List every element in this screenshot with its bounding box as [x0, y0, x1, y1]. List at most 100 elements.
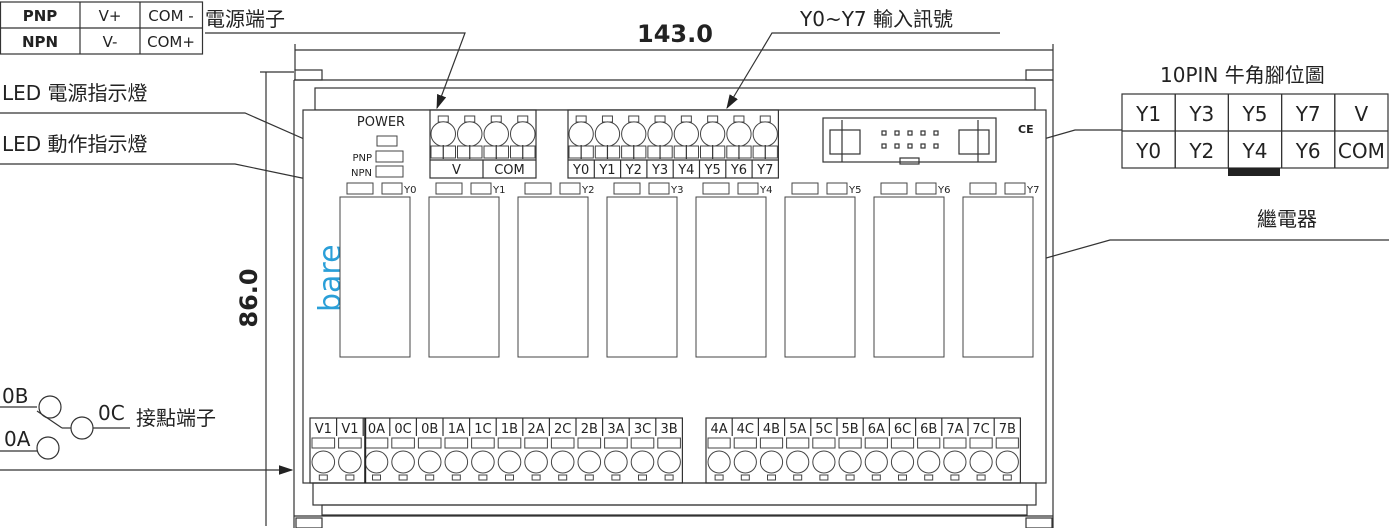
relay-led-label: Y7: [1026, 185, 1039, 196]
terminal-screw-hole: [786, 450, 810, 474]
terminal-screw-hole: [550, 450, 575, 474]
terminal-label: 3B: [660, 422, 677, 437]
terminal-screw-hole: [707, 450, 731, 474]
relay-led-label: Y0: [403, 185, 416, 196]
pin-table-cell: Y1: [1135, 102, 1161, 126]
header-pin: [920, 143, 926, 149]
terminal-lever: [444, 437, 469, 449]
terminal-screw-hole: [838, 450, 862, 474]
terminal-label: 2C: [554, 422, 571, 437]
terminal-release-tab: [871, 474, 881, 481]
terminal-lever: [630, 437, 655, 449]
pin-diagram-title: 10PIN 牛角腳位圖: [1160, 63, 1325, 87]
terminal-lever: [364, 437, 389, 449]
header-pin: [894, 143, 900, 149]
relay: [962, 196, 1034, 358]
contact-0b-label: 0B: [2, 384, 28, 408]
terminal-lever: [812, 437, 836, 449]
terminal-release-tab: [819, 474, 829, 481]
relay-led-label: Y6: [937, 185, 950, 196]
terminal-label: 0B: [421, 422, 438, 437]
terminal-label: V: [452, 163, 461, 178]
terminal-release-tab: [759, 115, 771, 123]
relay-led-indicator: [648, 182, 670, 195]
relay-led-label: Y3: [670, 185, 683, 196]
terminal-lever: [657, 437, 681, 449]
dimension-width-label: 143.0: [637, 20, 713, 48]
header-pin: [933, 143, 939, 149]
relay-action-led: [791, 182, 819, 195]
terminal-release-tab: [464, 115, 476, 123]
terminal-screw-hole: [969, 450, 993, 474]
contact-symbol: 0B 0C 接點端子 0A: [0, 384, 294, 475]
terminal-screw-hole: [483, 121, 509, 147]
terminal-label: 7B: [999, 422, 1016, 437]
terminal-release-tab: [950, 474, 960, 481]
terminal-lever: [969, 437, 993, 449]
terminal-label: 7A: [946, 422, 963, 437]
terminal-label: 6C: [894, 422, 911, 437]
terminal-screw-hole: [630, 450, 655, 474]
key-notch-marker: [1228, 168, 1280, 176]
terminal-release-tab: [345, 474, 355, 481]
terminal-lever: [311, 437, 336, 449]
terminal-release-tab: [664, 474, 674, 481]
terminal-screw-hole: [568, 121, 594, 147]
polarity-npn-v: V-: [103, 33, 118, 51]
terminal-screw-hole: [430, 121, 456, 147]
terminal-release-tab: [898, 474, 907, 481]
pin-table-cell: V: [1355, 102, 1369, 126]
pin-table-cell: Y2: [1188, 139, 1214, 163]
terminal-screw-hole: [864, 450, 888, 474]
terminal-lever: [838, 437, 862, 449]
dimension-width: 143.0: [294, 20, 1054, 70]
terminal-label: 6A: [868, 422, 885, 437]
terminal-lever: [890, 437, 915, 449]
terminal-release-tab: [924, 474, 934, 481]
polarity-table: PNP V+ COM - NPN V- COM+: [0, 1, 204, 55]
terminal-screw-hole: [444, 450, 469, 474]
relay: [873, 196, 945, 358]
header-pin: [881, 130, 887, 136]
callout-led-action: LED 動作指示燈: [2, 132, 148, 156]
relay: [339, 196, 411, 358]
terminal-screw-hole: [391, 450, 415, 474]
relay-action-led: [613, 182, 641, 195]
relay-led-label: Y1: [492, 185, 505, 196]
relay-led-indicator: [737, 182, 759, 195]
dimension-height: 86.0: [235, 71, 294, 526]
terminal-label: 3A: [607, 422, 624, 437]
terminal-release-tab: [628, 115, 640, 123]
terminal-release-tab: [451, 474, 461, 481]
terminal-label: 2B: [581, 422, 598, 437]
pin-table-cell: Y7: [1295, 102, 1321, 126]
relay-action-led: [702, 182, 730, 195]
terminal-release-tab: [680, 115, 692, 123]
relay: [517, 196, 589, 358]
terminal-lever: [707, 437, 731, 449]
header-pin: [894, 130, 900, 136]
terminal-screw-hole: [594, 121, 621, 147]
terminal-release-tab: [318, 474, 328, 481]
terminal-screw-hole: [471, 450, 495, 474]
terminal-release-tab: [575, 115, 587, 123]
terminal-release-tab: [740, 474, 750, 481]
terminal-release-tab: [976, 474, 986, 481]
terminal-lever: [497, 437, 522, 449]
relay-led-label: Y2: [581, 185, 594, 196]
terminal-lever: [524, 437, 548, 449]
terminal-lever: [995, 437, 1019, 449]
pin-table-cell: Y0: [1135, 139, 1161, 163]
power-led: [376, 135, 398, 147]
terminal-screw-hole: [759, 450, 784, 474]
relay-led-indicator: [826, 182, 848, 195]
terminal-release-tab: [372, 474, 381, 481]
ce-mark: CE: [1018, 123, 1034, 136]
terminal-screw-hole: [752, 121, 778, 147]
terminal-release-tab: [558, 474, 568, 481]
relay: [784, 196, 856, 358]
terminal-label: 1A: [448, 422, 465, 437]
terminal-screw-hole: [417, 450, 442, 474]
